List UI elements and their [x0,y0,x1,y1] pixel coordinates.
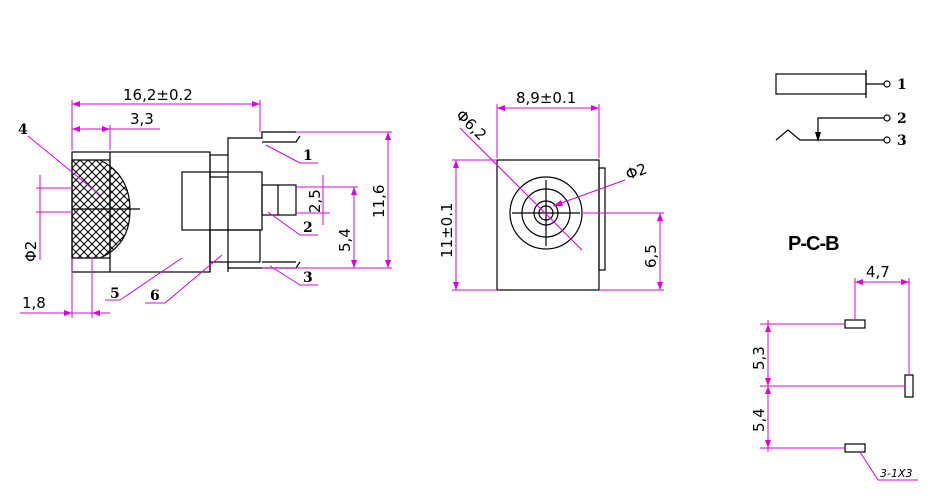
pad-2 [904,374,914,398]
label-3: 3 [303,270,313,286]
dim-center-height: 6,5 [642,244,660,268]
dim-pin-spacing: 2,5 [306,189,324,213]
dim-pcb-upper: 5,3 [750,346,768,370]
dim-overall-length: 16,2±0.2 [123,86,193,104]
front-view: 8,9±0.1 Φ6,2 Φ2 11±0.1 6,5 [438,89,664,291]
dim-front-height: 11±0.1 [438,202,456,258]
pcb-title: P-C-B [788,233,839,255]
dim-pcb-lower: 5,4 [750,408,768,432]
dim-outer-dia: Φ6,2 [452,106,490,144]
dim-height: 11,6 [370,185,388,218]
side-view: 16,2±0.2 3,3 2,5 5,4 11,6 Φ2 [18,86,392,318]
plug-body [775,73,867,95]
pad-1 [844,319,866,329]
schematic-symbol: 1 2 3 [775,70,907,149]
rear-housing [181,171,263,231]
dim-inner-dia: Φ2 [623,160,649,184]
pad-note: 3-1X3 [880,467,913,480]
label-6: 6 [150,288,160,304]
pin-3 [227,261,301,269]
schematic-pin-1: 1 [897,77,907,93]
label-1: 1 [303,148,313,164]
schematic-pin-2: 2 [897,111,907,127]
label-2: 2 [303,220,313,236]
dim-front-width: 8,9±0.1 [516,89,576,107]
pin-1 [227,131,296,155]
dim-pcb-horizontal: 4,7 [866,263,890,281]
dim-pin-offset: 5,4 [336,228,354,252]
label-4: 4 [18,122,28,138]
dim-front-depth: 3,3 [130,110,154,128]
schematic-pin-3: 3 [897,133,907,149]
dim-flange: 1,8 [22,294,46,312]
dim-hole: Φ2 [22,241,40,262]
label-5: 5 [110,286,120,302]
pcb-layout: P-C-B 4,7 5,3 5,4 3-1X3 [750,233,918,481]
pad-3 [844,443,866,453]
